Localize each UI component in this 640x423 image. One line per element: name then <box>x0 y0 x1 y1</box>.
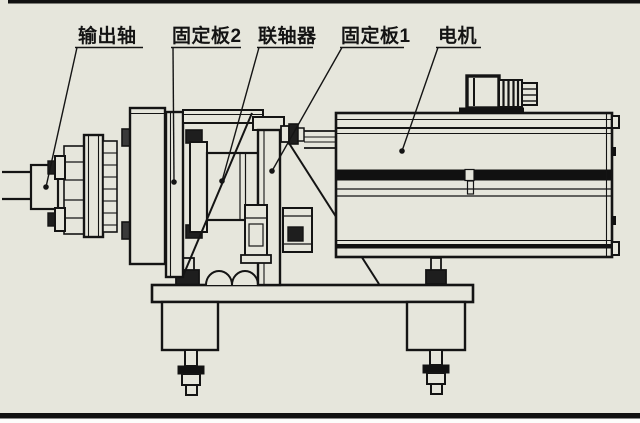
leader-dot <box>43 184 49 190</box>
motor-shaft-group <box>280 123 336 149</box>
shaft-nut-a <box>280 125 290 143</box>
motor-group <box>334 111 620 259</box>
left-gusset-brace <box>182 112 253 277</box>
leader-dot <box>171 179 177 185</box>
flange-disc <box>82 133 105 239</box>
bolt-strip <box>63 145 85 235</box>
leader-dot <box>219 178 225 184</box>
top-bar-group <box>182 109 264 124</box>
left-foot-block <box>160 300 220 352</box>
leader-dot <box>269 168 275 174</box>
plate2-body <box>128 106 167 266</box>
terminal-box <box>465 74 501 110</box>
callout-label-motor: 电机 <box>438 24 477 47</box>
motor-band-tab <box>466 180 475 195</box>
lower-flange-bolt <box>47 207 66 232</box>
terminal-box-group <box>459 74 538 114</box>
base-plate-group <box>150 257 475 396</box>
motor-band-left <box>336 169 465 181</box>
callout-label-coupling: 联轴器 <box>258 24 317 47</box>
frame-bottom <box>0 413 640 419</box>
flange-group <box>47 133 118 239</box>
motor-end-tab-bottom <box>611 241 620 256</box>
leader-dot <box>399 148 405 154</box>
frame-top <box>8 0 640 4</box>
flange-bolt-circle <box>102 140 118 233</box>
clamp-block <box>282 207 313 253</box>
callout-label-output-shaft: 输出轴 <box>78 24 137 47</box>
saddle-arc-right <box>231 270 259 286</box>
callout-coupling: 联轴器 <box>219 24 317 184</box>
saddle-arc-left <box>205 270 233 286</box>
coupling-hub <box>189 141 208 233</box>
motor-end-lug-top <box>611 147 616 156</box>
bearing-pedestal <box>240 204 272 264</box>
motor-lower-band <box>336 244 612 249</box>
callouts: 输出轴 固定板2 联轴器 固定板1 电机 <box>43 24 481 190</box>
fixed-plate-2-group <box>121 106 185 279</box>
callout-label-fixed-plate-2: 固定板2 <box>172 24 242 47</box>
right-gusset-brace <box>286 139 380 285</box>
right-leveling-stud <box>422 349 450 395</box>
shaft-nut-c <box>297 127 305 142</box>
base-plate <box>150 283 475 304</box>
motor-end-lug-bottom <box>611 216 616 225</box>
callout-fixed-plate-2: 固定板2 <box>171 24 242 185</box>
plate1-cap <box>252 116 285 131</box>
left-leveling-stud <box>177 349 205 396</box>
right-foot-block <box>405 300 467 352</box>
callout-fixed-plate-1: 固定板1 <box>269 24 410 174</box>
plate2-column <box>164 110 185 279</box>
callout-motor: 电机 <box>399 24 481 154</box>
frame-bottom-margin <box>0 418 640 423</box>
motor-end-tab-top <box>611 115 620 129</box>
terminal-base <box>459 107 524 114</box>
motor-band-break <box>464 168 475 182</box>
callout-output-shaft: 输出轴 <box>43 24 143 190</box>
motor-band-right <box>474 169 612 181</box>
motor-anchor-bolt <box>425 257 447 285</box>
support-block-group <box>240 204 313 264</box>
callout-label-fixed-plate-1: 固定板1 <box>341 24 411 47</box>
